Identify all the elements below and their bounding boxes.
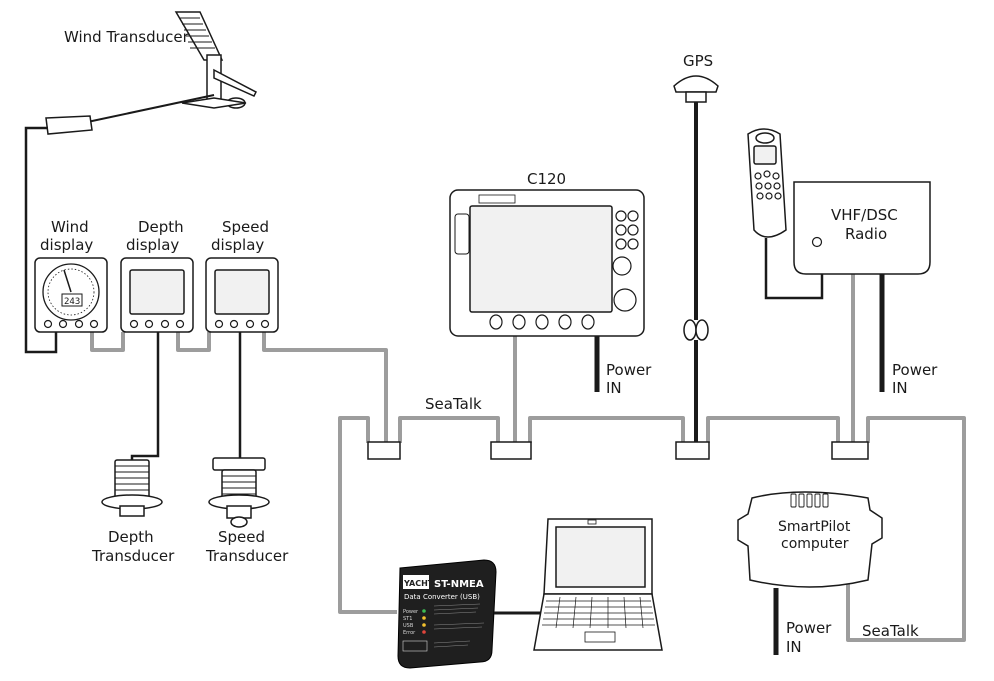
label-smartpilot-line2: computer [781,536,849,552]
label-seatalk-top: SeaTalk [425,395,482,413]
vhf-handset-cable [764,238,824,300]
c120-chartplotter [449,189,645,337]
label-vhf-power-line1: Power [892,361,938,379]
wind-readout: 243 [64,297,80,307]
st-nmea-converter: YACHT ST-NMEA Data Converter (USB) Power… [397,559,497,669]
speed-display [205,257,279,333]
gps-cable-connector [683,319,709,341]
depth-transducer-cable [130,332,160,462]
label-smartpilot-line1: SmartPilot [778,519,851,535]
wind-transducer [45,11,257,135]
label-depth-transducer-line1: Depth [108,528,154,546]
label-gps: GPS [683,52,713,70]
wind-transducer-cable [24,126,58,354]
label-speed-transducer-line2: Transducer [205,547,289,565]
converter-title: ST-NMEA [434,579,484,590]
converter-status-st1: ST1 [403,616,412,622]
seatalk-connector [831,441,869,460]
converter-brand: YACHT [403,579,434,588]
label-wind-display-line1: Wind [51,218,89,236]
label-speed-display-line1: Speed [222,218,269,236]
gps-antenna [673,75,719,103]
label-c120-power-line1: Power [606,361,652,379]
label-wind-transducer: Wind Transducer [64,28,190,46]
seatalk-connector [675,441,710,460]
label-c120: C120 [527,170,566,188]
converter-status-power: Power [403,609,419,615]
label-speed-display-line2: display [211,236,264,254]
converter-led-power [422,609,426,613]
label-seatalk-bottom: SeaTalk [862,622,919,640]
laptop [533,518,663,651]
vhf-handset [747,128,787,238]
seatalk-connectors [367,441,869,460]
speed-transducer [208,457,270,528]
label-smartpilot-power-line2: IN [786,638,802,656]
converter-status-usb: USB [403,623,414,629]
label-depth-display-line1: Depth [138,218,184,236]
smartpilot-computer [737,491,883,588]
seatalk-connector [367,441,401,460]
converter-status-error: Error [403,630,416,636]
converter-led-usb [422,623,426,627]
seatalk-cabling [90,274,966,642]
label-speed-transducer-line1: Speed [218,528,265,546]
label-vhf-line2: Radio [845,225,887,243]
wind-display: 243 [34,257,108,333]
label-c120-power-line2: IN [606,379,622,397]
label-smartpilot-power-line1: Power [786,619,832,637]
vhf-dsc-radio [793,181,931,275]
converter-led-st1 [422,616,426,620]
depth-display [120,257,194,333]
label-depth-transducer-line2: Transducer [91,547,175,565]
converter-led-error [422,630,426,634]
label-wind-display-line2: display [40,236,93,254]
label-vhf-power-line2: IN [892,379,908,397]
label-vhf-line1: VHF/DSC [831,206,898,224]
converter-subtitle: Data Converter (USB) [404,593,480,601]
seatalk-connector [490,441,532,460]
label-depth-display-line2: display [126,236,179,254]
depth-transducer [101,459,163,517]
